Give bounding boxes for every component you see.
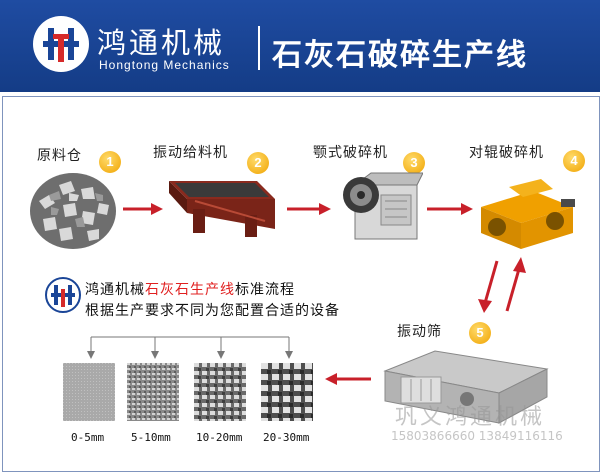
step-label-jaw-crusher: 颚式破碎机 <box>313 145 388 161</box>
product-size-label: 10-20mm <box>196 431 243 444</box>
jaw-crusher-image <box>343 172 423 240</box>
flow-arrow-1-to-2 <box>123 203 163 215</box>
roll-crusher-image <box>481 179 575 249</box>
product-sample-20-30mm <box>261 363 313 421</box>
product-sample-10-20mm <box>194 363 246 421</box>
info-title-product: 石灰石生产线 <box>145 282 235 298</box>
product-size-label: 20-30mm <box>263 431 310 444</box>
header-banner: 鸿通机械 Hongtong Mechanics 石灰石破碎生产线 <box>0 0 600 92</box>
watermark-company: 巩义鸿通机械 <box>395 405 546 430</box>
product-size-label: 0-5mm <box>71 431 105 444</box>
raw-stone-pile-image <box>30 173 116 249</box>
vibrating-screen-image <box>383 350 549 424</box>
step-badge-1: 1 <box>99 151 121 173</box>
step-badge-4: 4 <box>563 150 585 172</box>
info-title-suffix: 标准流程 <box>235 282 295 298</box>
brand-name-cn: 鸿通机械 <box>97 26 226 60</box>
step-badge-3: 3 <box>403 152 425 174</box>
info-title: 鸿通机械石灰石生产线标准流程 <box>85 279 295 299</box>
watermark-phones: 15803866660 13849116116 <box>391 429 563 443</box>
flow-arrows-4-5-loop <box>478 257 526 313</box>
process-diagram: 原料仓 1 振动给料机 2 颚式破碎机 3 对辊破碎机 4 <box>2 96 600 472</box>
product-distribution-bracket <box>87 336 293 359</box>
flow-arrow-3-to-4 <box>427 203 473 215</box>
step-label-screen: 振动筛 <box>397 324 442 340</box>
info-subtitle: 根据生产要求不同为您配置合适的设备 <box>85 303 340 319</box>
product-size-label: 5-10mm <box>131 431 171 444</box>
vibrating-feeder-image <box>169 181 275 237</box>
header-divider <box>258 26 260 70</box>
product-sample-0-5mm <box>63 363 115 421</box>
brand-name-en: Hongtong Mechanics <box>99 58 230 72</box>
logo-icon <box>43 28 79 62</box>
step-label-roll-crusher: 对辊破碎机 <box>469 145 544 161</box>
small-logo-icon <box>45 277 81 313</box>
info-title-company: 鸿通机械 <box>85 282 145 298</box>
step-badge-5: 5 <box>469 322 491 344</box>
flow-arrow-5-to-products <box>325 373 371 385</box>
page-title: 石灰石破碎生产线 <box>272 38 528 73</box>
company-logo <box>33 16 89 72</box>
step-label-raw-bin: 原料仓 <box>37 148 82 164</box>
step-label-feeder: 振动给料机 <box>153 145 228 161</box>
flow-arrow-2-to-3 <box>287 203 331 215</box>
step-badge-2: 2 <box>247 152 269 174</box>
product-sample-5-10mm <box>127 363 179 421</box>
